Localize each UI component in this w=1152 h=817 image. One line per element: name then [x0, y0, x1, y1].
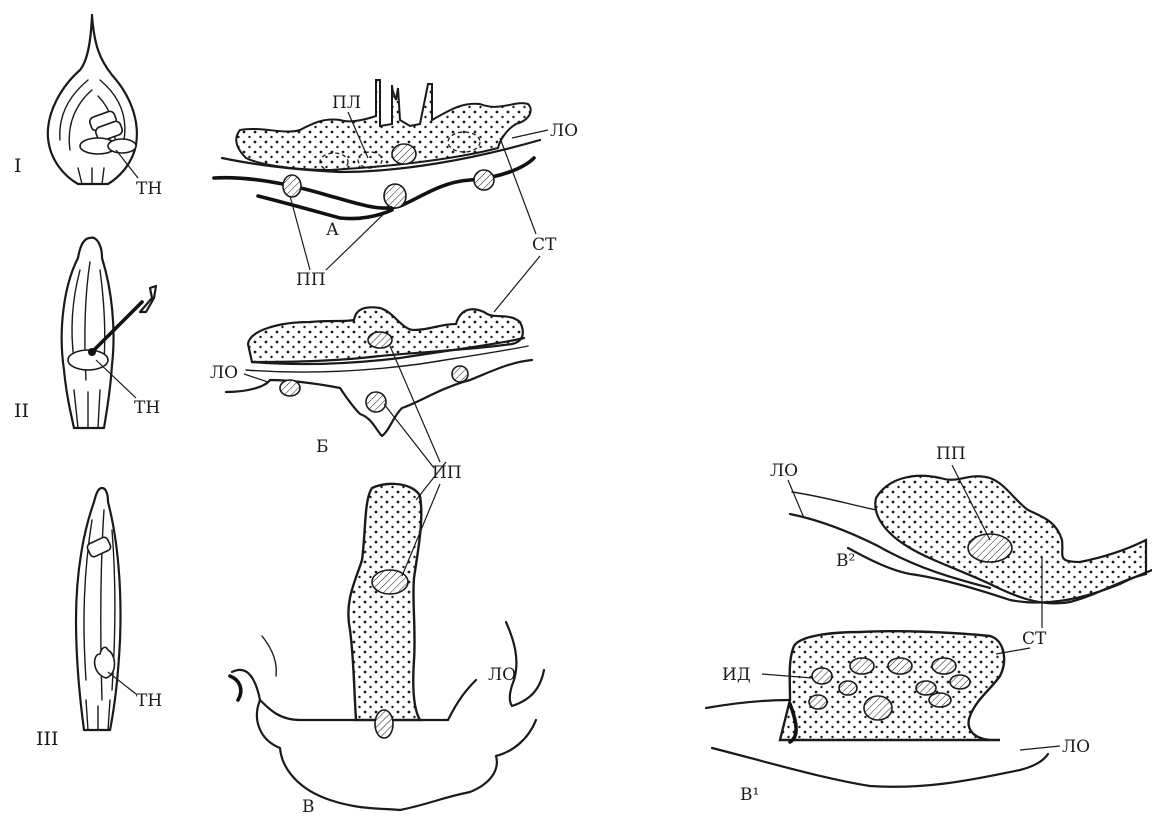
panel-ii-tn-leader — [96, 360, 136, 398]
panel-ii-numeral: II — [14, 400, 29, 422]
panel-iii-tn-label: ТН — [136, 691, 162, 711]
section-v2-st-label: СТ — [1022, 629, 1047, 649]
section-v-letter: В — [302, 797, 315, 817]
panel-iii: III ТН — [36, 488, 162, 750]
panel-ii: II ТН — [14, 238, 160, 428]
section-v: В ЛО — [230, 484, 544, 817]
section-b-drawing — [226, 307, 532, 436]
section-v-drawing — [230, 484, 544, 810]
section-v2-drawing — [790, 476, 1152, 604]
panel-iii-numeral: III — [36, 728, 59, 750]
section-b-lo-label: ЛО — [210, 363, 238, 383]
panel-i: I ТН — [14, 15, 162, 199]
stamen-column-v — [348, 484, 421, 720]
section-b: Б ЛО ПП — [210, 307, 532, 500]
section-a: А ПЛ ЛО ПП СТ — [214, 80, 578, 312]
section-a-pp-label: ПП — [296, 270, 326, 290]
section-v2-lo-label: ЛО — [770, 461, 798, 481]
section-v-lo-label: ЛО — [488, 665, 516, 685]
stamen-tissue-a — [236, 80, 530, 170]
section-v1-id-label: ИД — [722, 665, 751, 685]
bud-drawing-iii — [76, 488, 121, 730]
panel-ii-tn-label: ТН — [134, 398, 160, 418]
stamen-tissue-v1 — [780, 631, 1004, 740]
section-v1-letter: В¹ — [740, 785, 759, 805]
section-v1-drawing — [706, 631, 1048, 787]
section-a-pl-label: ПЛ — [332, 93, 361, 113]
section-a-drawing — [214, 80, 540, 219]
section-v1-lo-label: ЛО — [1062, 737, 1090, 757]
section-v2-letter: В² — [836, 551, 855, 571]
section-v2: В² ЛО ПП СТ — [770, 444, 1152, 649]
section-a-st-label: СТ — [532, 235, 557, 255]
panel-i-numeral: I — [14, 155, 22, 177]
section-b-pp-label: ПП — [432, 463, 462, 483]
stamen-tissue-v2 — [875, 476, 1146, 604]
panel-i-tn-label: ТН — [136, 179, 162, 199]
section-a-lo-label: ЛО — [550, 121, 578, 141]
section-a-letter: А — [326, 220, 339, 240]
section-v2-pp-label: ПП — [936, 444, 966, 464]
section-v1: В¹ ИД ЛО — [706, 631, 1090, 805]
section-b-letter: Б — [316, 437, 329, 457]
